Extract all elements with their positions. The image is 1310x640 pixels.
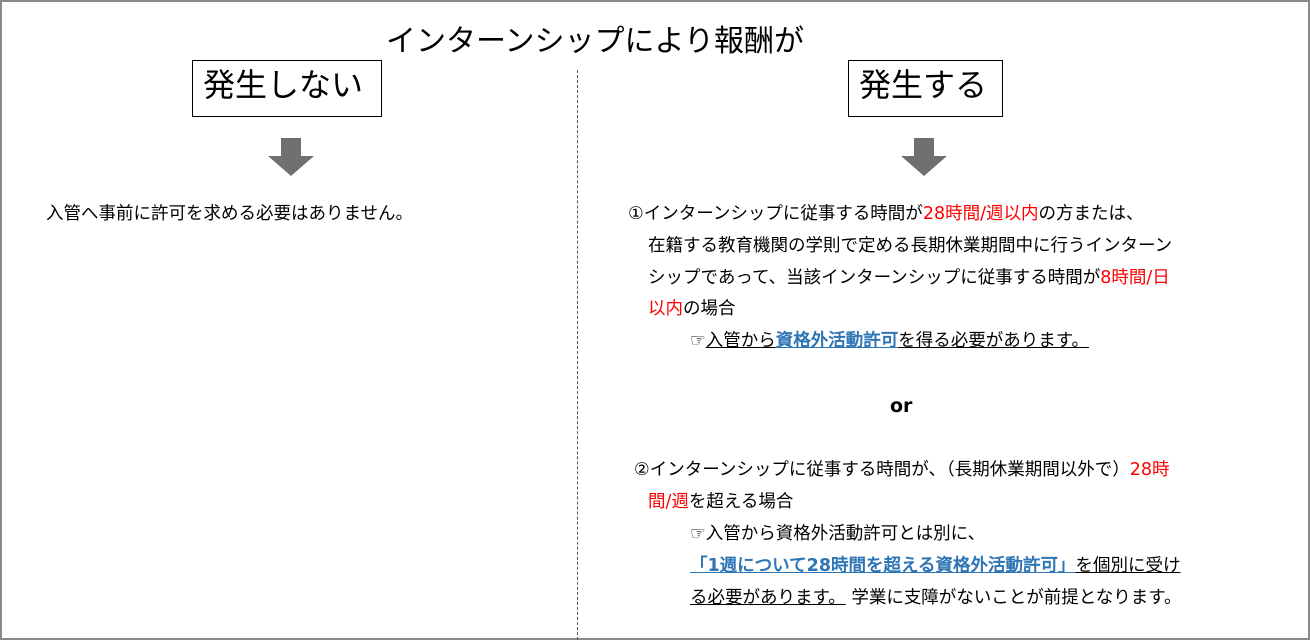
text-line: ☞入管から資格外活動許可を得る必要があります。: [690, 330, 1089, 352]
down-arrow-icon: [268, 138, 314, 176]
text-segment: を個別に受け: [1075, 556, 1181, 576]
text-line: シップであって、当該インターンシップに従事する時間が8時間/日: [648, 267, 1170, 289]
dashed-divider: [577, 70, 578, 640]
text-segment: る必要があります。: [690, 588, 846, 608]
text-segment: 学業に支障がないことが前提となります。: [845, 588, 1182, 608]
page-title: インターンシップにより報酬が: [386, 24, 804, 59]
highlight-text: 間/週: [648, 492, 689, 512]
text-segment: ①インターンシップに従事する時間が: [628, 204, 923, 224]
header-occurring: 発生する: [848, 60, 1003, 117]
highlight-text: 8時間/日: [1100, 268, 1170, 288]
text-line: ①インターンシップに従事する時間が28時間/週以内の方または、: [628, 203, 1143, 225]
left-body-text: 入管へ事前に許可を求める必要はありません。: [46, 204, 413, 224]
permit-link-text: 「1週について28時間を超える資格外活動許可」: [690, 556, 1076, 576]
text-line: る必要があります。 学業に支障がないことが前提となります。: [690, 587, 1182, 609]
highlight-text: 以内: [648, 299, 683, 319]
text-segment: ☞入管から資格外活動許可とは別に、: [690, 524, 986, 544]
down-arrow-icon: [901, 138, 947, 176]
text-line: 間/週を超える場合: [648, 491, 793, 513]
or-label: or: [890, 395, 913, 417]
text-segment: を得る必要があります。: [898, 331, 1089, 351]
text-segment: ☞: [690, 331, 706, 351]
highlight-text: 28時: [1129, 460, 1170, 480]
text-segment: の方または、: [1038, 204, 1144, 224]
text-segment: シップであって、当該インターンシップに従事する時間が: [648, 268, 1101, 288]
highlight-text: 28時間/週以内: [922, 204, 1039, 224]
text-line: 以内の場合: [648, 298, 736, 320]
text-segment: を超える場合: [688, 492, 794, 512]
text-segment: 在籍する教育機関の学則で定める長期休業期間中に行うインターン: [648, 236, 1173, 256]
permit-link-text: 資格外活動許可: [775, 331, 899, 351]
text-line: ☞入管から資格外活動許可とは別に、: [690, 523, 985, 545]
text-segment: ②インターンシップに従事する時間が、（長期休業期間以外で）: [634, 460, 1130, 480]
header-not-occurring: 発生しない: [192, 60, 382, 117]
text-segment: 入管から: [705, 331, 776, 351]
text-line: ②インターンシップに従事する時間が、（長期休業期間以外で）28時: [634, 459, 1170, 481]
text-line: 「1週について28時間を超える資格外活動許可」を個別に受け: [690, 555, 1180, 577]
text-line: 在籍する教育機関の学則で定める長期休業期間中に行うインターン: [648, 235, 1172, 257]
text-segment: の場合: [683, 299, 736, 319]
